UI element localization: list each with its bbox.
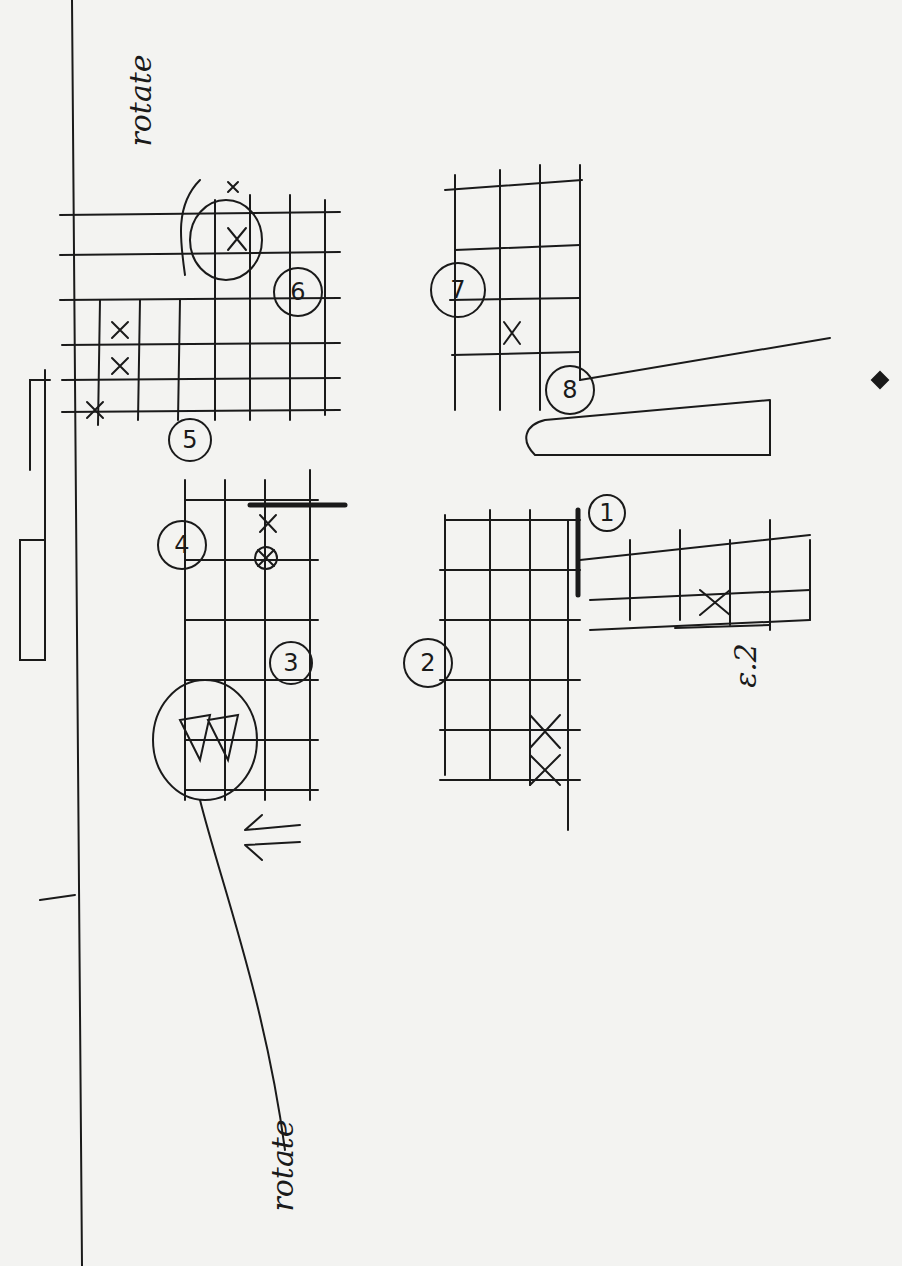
callout-number: 8	[562, 378, 577, 402]
grid	[440, 510, 810, 830]
handwritten-note: ε.2	[727, 643, 762, 688]
callout-number: 1	[599, 501, 614, 525]
callout-circle: 7	[430, 262, 486, 318]
bracket	[20, 370, 45, 660]
callout-number: 7	[450, 278, 465, 302]
callout-number: 5	[182, 428, 197, 452]
leader-line	[181, 180, 200, 275]
callout-number: 6	[290, 280, 305, 304]
leader-line	[580, 338, 830, 380]
grid	[60, 182, 340, 425]
grid	[445, 165, 830, 455]
handwritten-note: rotate	[265, 1119, 300, 1211]
callout-circle: 4	[157, 520, 207, 570]
callout-circle: 3	[269, 641, 313, 685]
leader-line	[200, 800, 285, 1150]
star-mark	[872, 372, 888, 388]
bracket	[30, 380, 50, 470]
arrow-symbol	[245, 815, 300, 860]
callout-circle: 2	[403, 638, 453, 688]
margin-line	[72, 0, 82, 1266]
callout-number: 2	[420, 651, 435, 675]
bracket	[40, 895, 75, 900]
callout-number: 4	[174, 533, 189, 557]
callout-circle: 6	[273, 267, 323, 317]
handwritten-note: rotate	[123, 54, 158, 146]
callout-number: 3	[283, 651, 298, 675]
callout-circle: 1	[588, 494, 626, 532]
callout-circle: 8	[545, 365, 595, 415]
callout-circle: 5	[168, 418, 212, 462]
grid	[153, 470, 345, 800]
